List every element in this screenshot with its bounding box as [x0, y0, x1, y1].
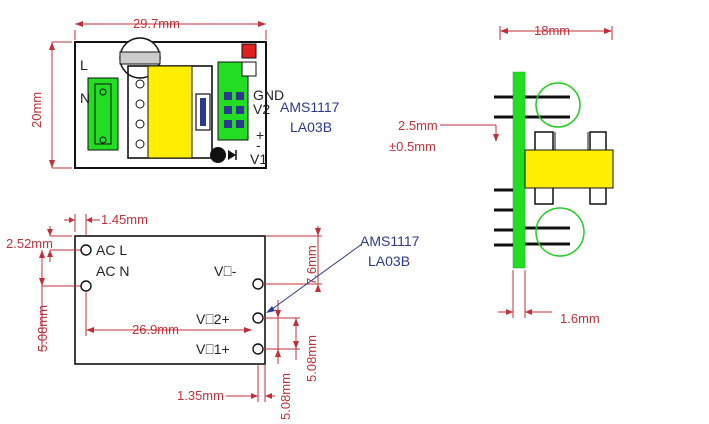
bottom-outline: [74, 235, 266, 365]
top-chip-line2: LA03B: [290, 119, 332, 135]
right-mid-label: 5.08mm: [304, 335, 319, 382]
top-height-label: 20mm: [29, 92, 44, 128]
top-width-label: 29.7mm: [133, 16, 180, 31]
silk-gnd: GND: [253, 87, 284, 103]
side-capacitor-bottom: [535, 207, 585, 257]
right-bot-label: 5.08mm: [278, 373, 293, 420]
side-pcb: [512, 71, 526, 269]
pin-vo-minus-label: V⎕-: [214, 263, 237, 279]
silk-v1: V1: [250, 151, 267, 167]
silk-minus: -: [256, 137, 261, 153]
silk-N: N: [80, 90, 90, 106]
pin-vo2-plus: [252, 312, 264, 324]
pin-vo1-plus: [252, 343, 264, 355]
pin-vo-minus: [252, 278, 264, 290]
pin-ac-n-label: AC N: [96, 263, 129, 279]
silk-plus: +: [256, 127, 264, 143]
side-transformer: [524, 149, 614, 189]
led-indicator: [241, 43, 257, 59]
top-view: 29.7mm 20mm L N: [29, 16, 340, 169]
right-top-label: 7.6mm: [304, 245, 319, 285]
chip-pointer-arrow: [267, 243, 363, 313]
bottom-offset-label: 1.35mm: [177, 388, 224, 403]
bottom-view: 1.45mm 2.52mm 5.08mm AC L AC N V⎕- V⎕2+ …: [6, 212, 420, 420]
span-label: 26.9mm: [132, 322, 179, 337]
inductor: [210, 147, 226, 163]
pin-ac-l-label: AC L: [96, 242, 127, 258]
pin-ac-l: [80, 244, 92, 256]
silk-v2: V2: [253, 101, 270, 117]
side-view: 18mm 2.5mm ±0.5mm: [389, 23, 614, 326]
transformer-core: [147, 65, 193, 159]
pitch-label: 1.6mm: [560, 311, 600, 326]
silk-L: L: [80, 57, 88, 73]
input-terminal: [87, 77, 119, 151]
bottom-chip-line2: LA03B: [368, 253, 410, 269]
pin-spacing-label: 5.08mm: [35, 305, 50, 352]
offset-x-label: 1.45mm: [101, 212, 148, 227]
side-capacitor-top: [535, 82, 581, 128]
side-width-label: 18mm: [534, 23, 570, 38]
bottom-chip-line1: AMS1117: [360, 233, 420, 249]
pin-ac-n: [80, 280, 92, 292]
offset-y-label: 2.52mm: [6, 236, 53, 251]
tolerance-label: ±0.5mm: [389, 139, 436, 154]
pin-length-label: 2.5mm: [398, 118, 438, 133]
top-chip-line1: AMS1117: [280, 99, 340, 115]
pin-vo1-plus-label: V⎕1+: [196, 341, 230, 357]
pin-vo2-plus-label: V⎕2+: [196, 311, 230, 327]
